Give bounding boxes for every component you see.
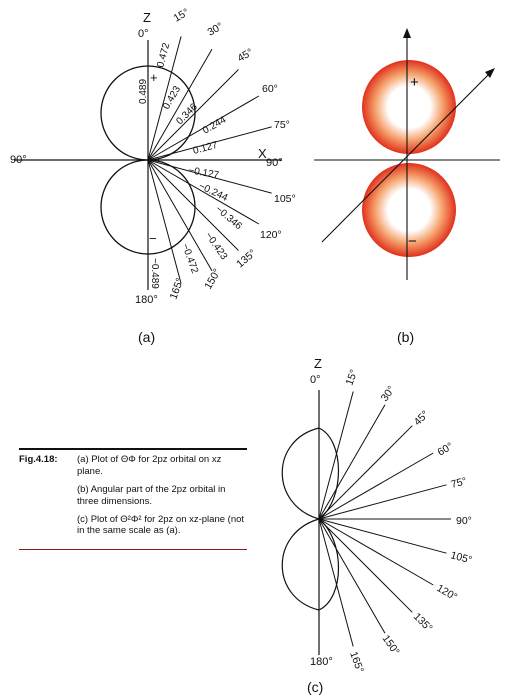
ray-label-105-c: 105° <box>449 549 473 566</box>
panel-a-ray-105 <box>147 159 272 194</box>
value-label-0244-bottom-a: −0.244 <box>197 181 230 204</box>
ray-label-135-c: 135° <box>411 611 435 635</box>
panel-a-ray-75 <box>147 126 272 161</box>
axis-z-label-a: Z <box>143 10 151 25</box>
ray-label-45-a: 45° <box>236 46 256 64</box>
axis-z-label-c: Z <box>314 356 322 371</box>
ray-label-105-a: 105° <box>274 193 296 205</box>
panel-a-ray-60 <box>147 95 260 161</box>
upper-lobe-c <box>281 427 339 520</box>
ray-label-60-a: 60° <box>262 83 278 95</box>
lower-lobe-b <box>362 163 456 257</box>
panel-a-ray-135 <box>147 159 239 251</box>
caption-item-b: (b) Angular part of the 2pz orbital in t… <box>77 483 226 507</box>
value-label-0127-top-a: 0.127 <box>192 140 219 157</box>
lower-lobe-c <box>281 518 339 611</box>
panel-c-ray-45 <box>318 425 413 520</box>
ray-label-45-c: 45° <box>412 408 432 428</box>
ray-label-30-a: 30° <box>206 20 226 38</box>
panel-a-caption: (a) <box>138 329 155 345</box>
angle-90-right-label-a: 90° <box>266 157 283 169</box>
z-axis-arrow-b <box>403 28 411 38</box>
panel-a: Z 0° 90° X 90° 180° + − 15° 30° 45° 60° … <box>10 6 296 345</box>
plus-sign-b: + <box>410 74 419 91</box>
ray-label-150-c: 150° <box>380 633 402 658</box>
plus-sign-a: + <box>150 70 158 85</box>
ray-label-60-c: 60° <box>436 440 456 458</box>
figure-caption: Fig.4.18: (a) Plot of ΘΦ for 2pz orbital… <box>19 448 247 551</box>
value-label-0346-bottom-a: −0.346 <box>213 204 244 233</box>
ray-label-90-c: 90° <box>456 515 472 527</box>
panel-a-ray-165 <box>147 159 182 284</box>
panel-c-ray-105 <box>318 518 447 554</box>
rays-a <box>147 36 272 284</box>
value-label-0127-bottom-a: −0.127 <box>187 165 220 181</box>
panel-a-ray-150 <box>147 159 213 272</box>
caption-item-a: (a) Plot of ΘΦ for 2pz orbital on xz pla… <box>77 454 222 477</box>
ray-label-165-a: 165° <box>168 277 187 302</box>
rays-c <box>318 391 451 647</box>
angle-180-label-c: 180° <box>310 656 333 668</box>
ray-label-30-c: 30° <box>379 384 398 404</box>
ray-label-120-c: 120° <box>435 582 460 603</box>
panel-a-ray-45 <box>147 69 239 161</box>
value-label-0472-bottom-a: −0.472 <box>179 242 200 275</box>
x-axis-label-a: X <box>258 146 267 161</box>
panel-a-ray-15 <box>147 36 182 161</box>
panel-c-ray-135 <box>318 518 413 613</box>
angle-0-label-c: 0° <box>310 374 321 386</box>
panel-c-ray-60 <box>318 452 434 520</box>
ray-label-150-a: 150° <box>202 267 223 292</box>
panel-a-ray-120 <box>147 159 260 225</box>
ray-label-75-a: 75° <box>274 119 290 131</box>
ray-label-135-a: 135° <box>234 247 258 270</box>
angle-90-left-label-a: 90° <box>10 154 27 166</box>
panel-c-caption: (c) <box>307 679 323 695</box>
value-label-0472-top-a: 0.472 <box>155 41 172 68</box>
panel-c-ray-165 <box>318 518 354 647</box>
panel-a-ray-30 <box>147 48 213 161</box>
panel-c-ray-30 <box>318 404 386 520</box>
ray-label-165-c: 165° <box>347 650 366 675</box>
value-label-0489-bottom-a: −0.489 <box>149 258 160 289</box>
y-axis-arrow-b <box>485 68 495 78</box>
panel-b-caption: (b) <box>397 329 414 345</box>
panel-c-ray-75 <box>318 484 447 520</box>
ray-label-75-c: 75° <box>450 475 468 491</box>
ray-label-120-a: 120° <box>260 229 282 241</box>
panel-c-ray-120 <box>318 518 434 586</box>
caption-row-a: Fig.4.18: (a) Plot of ΘΦ for 2pz orbital… <box>19 454 247 478</box>
angle-180-label-a: 180° <box>135 294 158 306</box>
angle-0-label-a: 0° <box>138 28 149 40</box>
upper-lobe-b <box>362 60 456 154</box>
caption-tag: Fig.4.18: <box>19 454 58 465</box>
panel-c-ray-150 <box>318 518 386 634</box>
value-label-0244-top-a: 0.244 <box>201 114 229 136</box>
value-label-0346-top-a: 0.346 <box>174 101 200 127</box>
panel-c-ray-15 <box>318 391 354 520</box>
ray-label-15-a: 15° <box>172 6 192 24</box>
minus-sign-a: − <box>149 231 157 246</box>
caption-item-c: (c) Plot of Θ²Φ² for 2pz on xz-plane (no… <box>77 513 245 537</box>
y-axis-b <box>321 69 494 243</box>
minus-sign-b: − <box>408 233 417 250</box>
value-label-0489-top-a: 0.489 <box>138 79 149 104</box>
panel-c: Z 0° 180° 15° 30° 45° 60° 75° 90° 105° 1… <box>281 356 473 695</box>
ray-label-15-c: 15° <box>344 368 361 387</box>
panel-b: + − (b) <box>314 28 500 345</box>
value-label-0423-bottom-a: −0.423 <box>203 230 230 262</box>
